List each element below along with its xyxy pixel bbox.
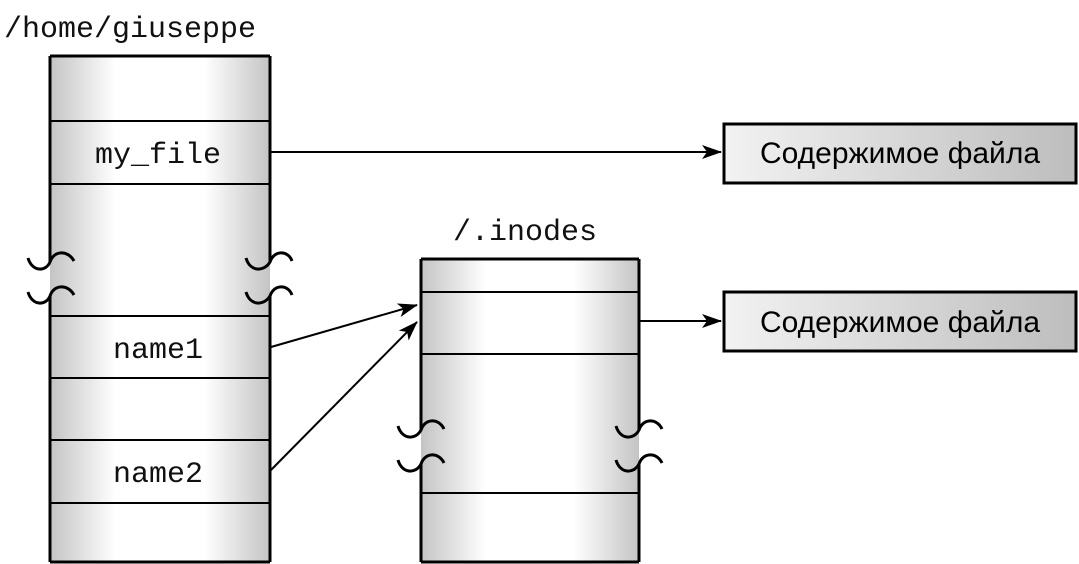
break-squiggle-icon: [26, 285, 76, 305]
file-content-label: Содержимое файла: [760, 306, 1040, 339]
inodes-title: /.inodes: [453, 216, 597, 250]
file-content-box-frame: [722, 122, 1078, 185]
inodes-column-body: [421, 259, 639, 562]
inodes-column: [396, 257, 664, 564]
break-squiggle-icon: [396, 419, 446, 439]
directory-title: /home/giuseppe: [4, 13, 256, 47]
directory-entry-my-file: my_file: [95, 139, 221, 173]
break-squiggle-icon: [614, 453, 664, 473]
directory-entry-name1: name1: [113, 334, 203, 368]
directory-column: my_file name1 name2: [26, 54, 294, 564]
file-content-box-2: Содержимое файла: [722, 290, 1078, 353]
arrow-name1-to-inode: [270, 303, 418, 348]
break-squiggle-icon: [244, 251, 294, 271]
break-squiggle-icon: [396, 453, 446, 473]
file-content-label: Содержимое файла: [760, 137, 1040, 170]
directory-entry-name2: name2: [113, 458, 203, 492]
break-squiggle-icon: [26, 251, 76, 271]
file-content-box-1: Содержимое файла: [722, 122, 1078, 185]
break-squiggle-icon: [244, 285, 294, 305]
directory-column-body: [50, 56, 270, 562]
break-squiggle-icon: [614, 419, 664, 439]
arrow-name2-to-inode: [270, 321, 418, 471]
file-content-box-frame: [722, 290, 1078, 353]
